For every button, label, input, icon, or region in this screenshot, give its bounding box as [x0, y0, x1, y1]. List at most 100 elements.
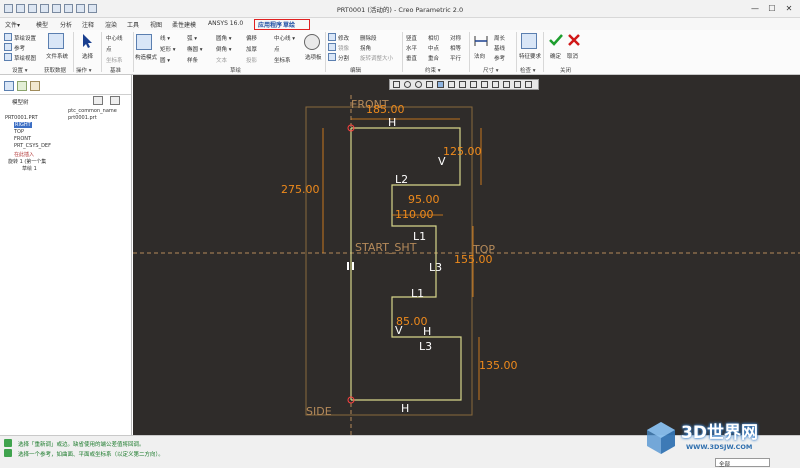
minimize-button[interactable]: — — [751, 4, 759, 13]
divide-icon[interactable] — [328, 53, 336, 61]
select-button[interactable]: 选择 — [82, 54, 94, 60]
zoom-out-icon[interactable] — [415, 81, 422, 88]
inspect-group-label[interactable]: 检查 ▾ — [520, 68, 536, 74]
mirror-button[interactable]: 镜像 — [338, 46, 350, 52]
close-button[interactable]: ✕ — [785, 4, 793, 13]
constrain-group-label[interactable]: 约束 ▾ — [425, 68, 441, 74]
folder-browser-tab-icon[interactable] — [17, 81, 27, 91]
text-button[interactable]: 文本 — [216, 58, 228, 64]
sketch-coord-button[interactable]: 坐标系 — [274, 58, 291, 64]
coincident-constraint-button[interactable]: 重合 — [428, 56, 440, 62]
midpoint-constraint-button[interactable]: 中点 — [428, 46, 440, 52]
menu-applications[interactable]: 应用程序 — [258, 22, 283, 29]
close-window-icon[interactable] — [88, 4, 97, 13]
datum-point-button[interactable]: 点 — [106, 47, 112, 53]
menu-annotate[interactable]: 注释 — [82, 22, 95, 29]
corner-button[interactable]: 拐角 — [360, 46, 372, 52]
perpendicular-constraint-button[interactable]: 垂直 — [406, 56, 418, 62]
tree-item-right[interactable]: RIGHT — [14, 122, 32, 128]
sketch-view-icon[interactable] — [4, 53, 12, 61]
reference-dimension-button[interactable]: 参考 — [494, 56, 506, 62]
ellipse-button[interactable]: 椭圆 ▾ — [187, 47, 203, 53]
mirror-icon[interactable] — [328, 43, 336, 51]
datum-coord-button[interactable]: 坐标系 — [106, 58, 123, 64]
delete-segment-button[interactable]: 删除段 — [360, 36, 377, 42]
cancel-x-icon[interactable] — [567, 33, 581, 47]
sketch-setup-button[interactable]: 草绘设置 — [14, 36, 37, 42]
modify-button[interactable]: 修改 — [338, 36, 350, 42]
normal-dimension-button[interactable]: 法向 — [474, 54, 486, 60]
ok-button[interactable]: 确定 — [550, 54, 562, 60]
menu-view[interactable]: 视图 — [150, 22, 163, 29]
perimeter-button[interactable]: 周长 — [494, 36, 506, 42]
menu-ansys[interactable]: ANSYS 16.0 — [208, 20, 244, 27]
menu-flexible[interactable]: 柔性建模 — [172, 22, 197, 29]
constraint-display-icon[interactable] — [514, 81, 521, 88]
tree-item-csys[interactable]: PRT_CSYS_DEF — [14, 143, 51, 149]
feature-requirements-icon[interactable] — [521, 33, 537, 49]
zoom-in-icon[interactable] — [404, 81, 411, 88]
vertical-constraint-button[interactable]: 竖直 — [406, 36, 418, 42]
tree-filter-icon[interactable] — [110, 96, 120, 105]
menu-sketch[interactable]: 草绘 — [283, 22, 296, 29]
divide-button[interactable]: 分割 — [338, 56, 350, 62]
modify-icon[interactable] — [328, 33, 336, 41]
setup-group-label[interactable]: 设置 ▾ — [12, 68, 28, 74]
chamfer-button[interactable]: 倒角 ▾ — [216, 47, 232, 53]
favorites-tab-icon[interactable] — [30, 81, 40, 91]
tree-item-sketch[interactable]: 草绘 1 — [22, 166, 37, 172]
tree-item-part[interactable]: PRT0001.PRT — [5, 115, 38, 121]
horizontal-constraint-button[interactable]: 水平 — [406, 46, 418, 52]
redo-icon[interactable] — [52, 4, 61, 13]
tree-item-front[interactable]: FRONT — [14, 136, 32, 142]
construction-mode-button[interactable]: 构造模式 — [135, 55, 158, 61]
checkmark-icon[interactable] — [549, 33, 563, 47]
tree-settings-icon[interactable] — [93, 96, 103, 105]
rotate-resize-button[interactable]: 旋转调整大小 — [360, 56, 394, 62]
tangent-constraint-button[interactable]: 相切 — [428, 36, 440, 42]
normal-dimension-icon[interactable] — [473, 34, 489, 48]
parallel-constraint-button[interactable]: 平行 — [450, 56, 462, 62]
menu-file[interactable]: 文件▾ — [5, 22, 21, 29]
open-file-icon[interactable] — [16, 4, 25, 13]
palette-button[interactable]: 选项板 — [305, 55, 322, 61]
annotation-display-icon[interactable] — [492, 81, 499, 88]
saved-views-icon[interactable] — [448, 81, 455, 88]
sketcher-display-icon[interactable] — [503, 81, 510, 88]
construction-mode-icon[interactable] — [136, 34, 152, 50]
thicken-button[interactable]: 加厚 — [246, 47, 258, 53]
save-icon[interactable] — [28, 4, 37, 13]
vertex-display-icon[interactable] — [525, 81, 532, 88]
sketch-setup-icon[interactable] — [4, 33, 12, 41]
sketch-view-button[interactable]: 草绘视图 — [14, 56, 37, 62]
references-icon[interactable] — [4, 43, 12, 51]
operations-group-label[interactable]: 操作 ▾ — [76, 68, 92, 74]
tree-item-revolve[interactable]: 旋转 1 (第一个集 — [8, 159, 47, 165]
rectangle-button[interactable]: 矩形 ▾ — [160, 47, 176, 53]
regenerate-icon[interactable] — [64, 4, 73, 13]
sketch-centerline-button[interactable]: 中心线 ▾ — [274, 36, 296, 42]
display-style-icon[interactable] — [437, 81, 444, 88]
circle-button[interactable]: 圆 ▾ — [160, 58, 171, 64]
baseline-button[interactable]: 基线 — [494, 46, 506, 52]
sketch-point-button[interactable]: 点 — [274, 47, 280, 53]
cancel-button[interactable]: 取消 — [567, 54, 579, 60]
menu-tools[interactable]: 工具 — [127, 22, 140, 29]
line-button[interactable]: 线 ▾ — [160, 36, 171, 42]
menu-render[interactable]: 渲染 — [105, 22, 118, 29]
graphics-canvas[interactable]: FRONT TOP SIDE START_SHT 185.00 125.00 2… — [133, 75, 800, 435]
datum-display-icon[interactable] — [470, 81, 477, 88]
feature-requirements-button[interactable]: 特征要求 — [519, 54, 542, 60]
palette-icon[interactable] — [304, 34, 320, 50]
references-button[interactable]: 参考 — [14, 46, 26, 52]
maximize-button[interactable]: ☐ — [768, 4, 776, 13]
symmetric-constraint-button[interactable]: 对称 — [450, 36, 462, 42]
refit-icon[interactable] — [393, 81, 400, 88]
file-system-icon[interactable] — [48, 33, 64, 49]
new-file-icon[interactable] — [4, 4, 13, 13]
offset-button[interactable]: 偏移 — [246, 36, 258, 42]
selection-filter[interactable]: 全部 — [715, 458, 770, 468]
datum-centerline-button[interactable]: 中心线 — [106, 36, 123, 42]
model-tree-tab-icon[interactable] — [4, 81, 14, 91]
spline-button[interactable]: 样条 — [187, 58, 199, 64]
